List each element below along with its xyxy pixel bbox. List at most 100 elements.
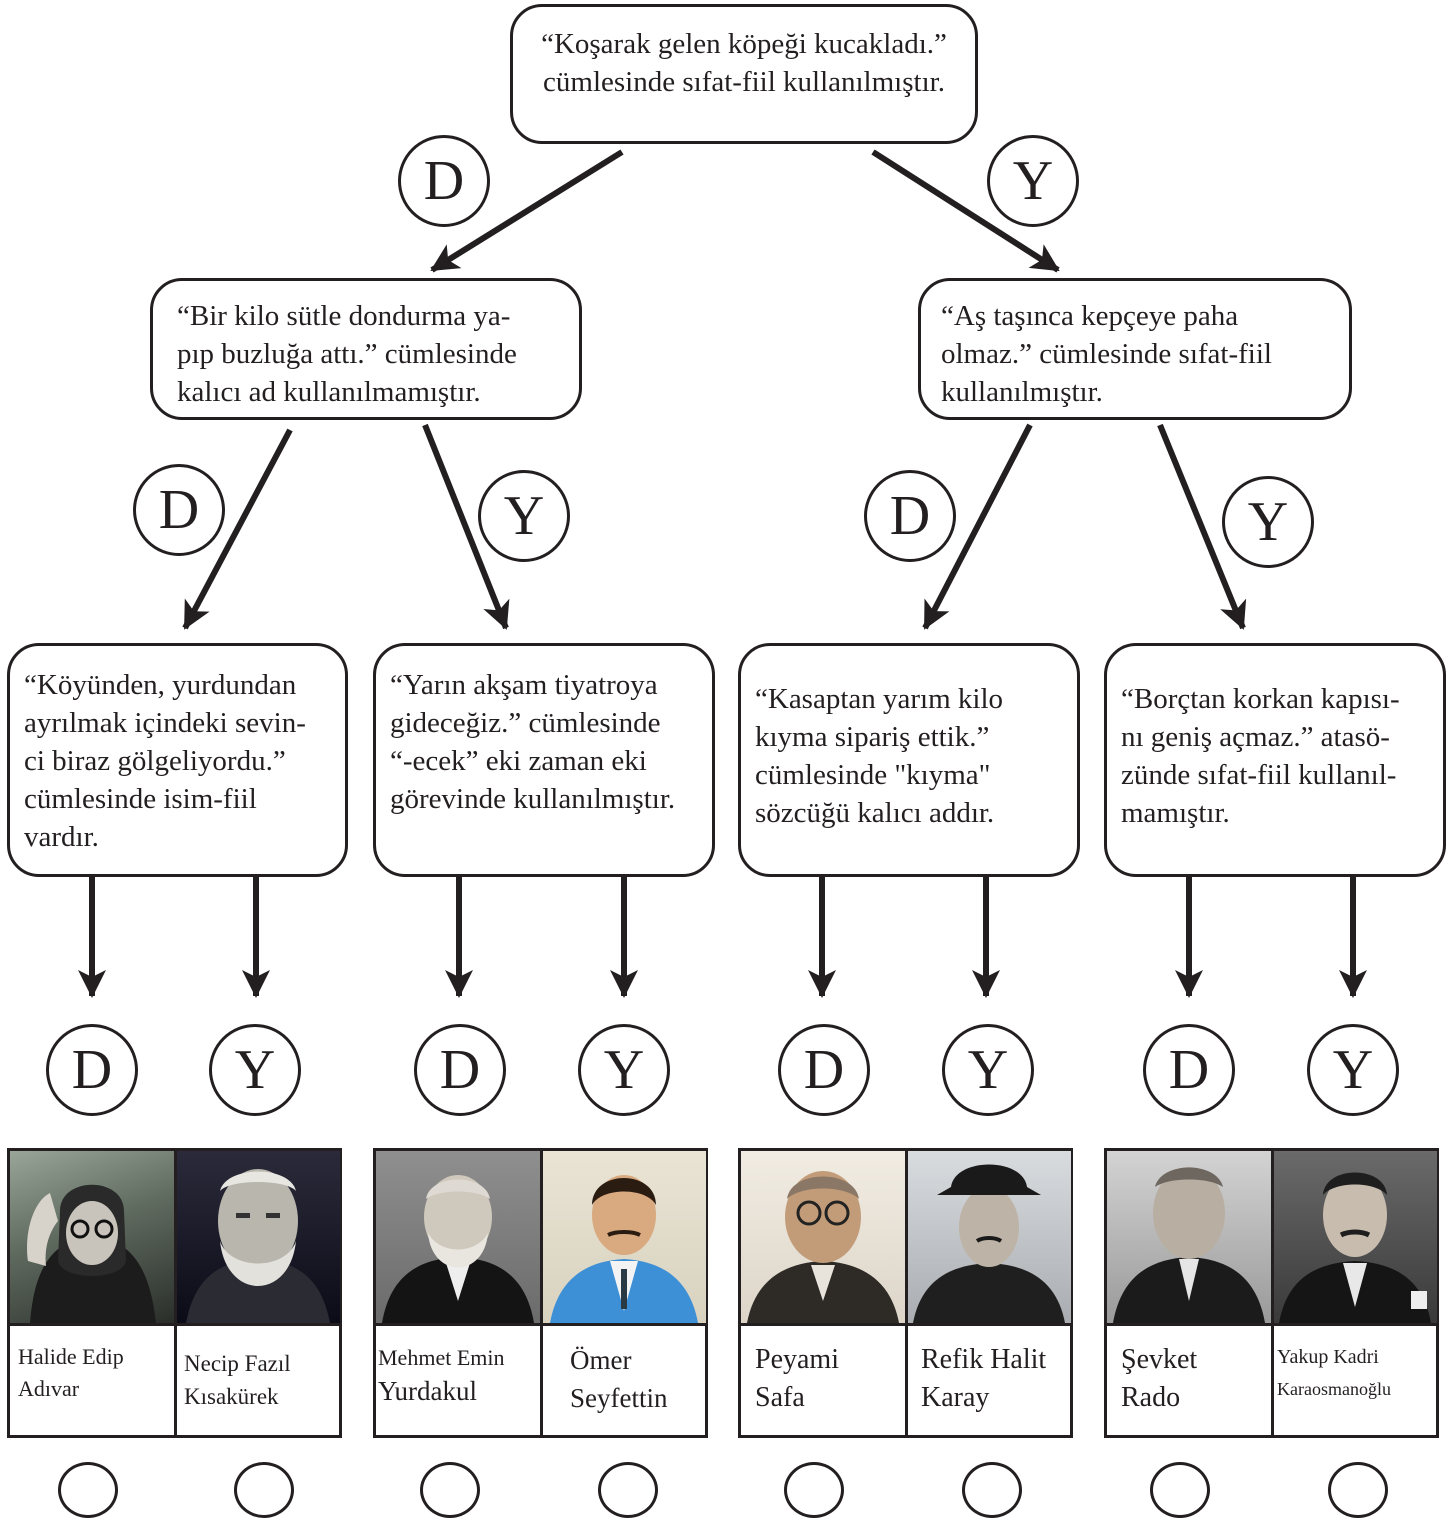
statement-line: “-ecek” eki zaman eki [390, 745, 647, 777]
statement-line: sözcüğü kalıcı addır. [755, 797, 995, 829]
author-name-line: Ömer [570, 1345, 632, 1375]
panel-divider [376, 1323, 705, 1326]
author-panel-3: Peyami Safa Refik Halit Karay [738, 1148, 1073, 1438]
answer-circle[interactable] [962, 1462, 1022, 1518]
branch-label-true: D [46, 1024, 138, 1116]
author-name: Şevket Rado [1121, 1329, 1281, 1417]
panel-divider [540, 1151, 543, 1435]
arrow-l1b-to-l2c [922, 423, 1033, 630]
author-name-line: Karaosmanoğlu [1277, 1379, 1391, 1399]
statement-line: görevinde kullanılmıştır. [390, 783, 676, 815]
author-name: Ömer Seyfettin [570, 1329, 730, 1417]
panel-divider [1107, 1323, 1436, 1326]
branch-label-false: Y [478, 470, 570, 562]
statement-line: kalıcı ad kullanılmamıştır. [177, 376, 481, 408]
branch-label-false: Y [209, 1024, 301, 1116]
panel-divider [1271, 1151, 1274, 1435]
author-name-line: Karay [921, 1382, 990, 1413]
author-portrait [907, 1151, 1071, 1323]
statement-line: zünde sıfat-fiil kullanıl- [1121, 759, 1397, 791]
author-name-line: Safa [755, 1382, 805, 1413]
statement-box-l2-2: “Yarın akşam tiyatroya gideceğiz.” cümle… [373, 643, 715, 877]
answer-circle[interactable] [420, 1462, 480, 1518]
statement-line: nı geniş açmaz.” atasö- [1121, 721, 1390, 753]
author-name-line: Adıvar [18, 1376, 80, 1401]
statement-line: kullanılmıştır. [941, 376, 1103, 408]
author-name-line: Refik Halit [921, 1344, 1047, 1375]
author-name: Mehmet Emin Yurdakul [378, 1329, 540, 1409]
statement-line: vardır. [24, 821, 99, 853]
author-name-line: Şevket [1121, 1344, 1198, 1375]
answer-circle[interactable] [58, 1462, 118, 1518]
branch-label-true: D [864, 470, 956, 562]
statement-box-l1-right: “Aş taşınca kepçeye paha olmaz.” cümlesi… [918, 278, 1352, 420]
statement-line: “Köyünden, yurdundan [24, 669, 297, 701]
arrow-root-to-left [430, 149, 624, 273]
branch-label-false: Y [987, 135, 1079, 227]
statement-line: mamıştır. [1121, 797, 1230, 829]
author-name: Peyami Safa [755, 1329, 915, 1417]
branch-label-false: Y [942, 1024, 1034, 1116]
statement-line: “Kasaptan yarım kilo [755, 683, 1004, 715]
arrow-l1b-to-l2d [1157, 423, 1247, 630]
statement-line: pıp buzluğa attı.” cümlesinde [177, 338, 517, 370]
branch-label-true: D [414, 1024, 506, 1116]
author-portrait [542, 1151, 706, 1323]
panel-divider [905, 1151, 908, 1435]
author-name: Refik Halit Karay [921, 1329, 1081, 1417]
author-name-line: Kısakürek [184, 1384, 279, 1409]
panel-divider [174, 1151, 177, 1435]
root-statement-box: “Koşarak gelen köpeği kucakladı.” cümles… [510, 4, 978, 144]
author-portrait [176, 1151, 340, 1323]
answer-circle[interactable] [598, 1462, 658, 1518]
answer-circle[interactable] [1328, 1462, 1388, 1518]
statement-box-l1-left: “Bir kilo sütle dondurma ya- pıp buzluğa… [150, 278, 582, 420]
answer-circle[interactable] [1150, 1462, 1210, 1518]
answer-circle[interactable] [784, 1462, 844, 1518]
panel-divider [10, 1323, 339, 1326]
statement-line: cümlesinde isim-fiil [24, 783, 257, 815]
author-portrait [741, 1151, 905, 1323]
arrow-root-to-right [871, 149, 1060, 273]
author-name-line: Necip Fazıl [184, 1351, 291, 1376]
branch-label-true: D [398, 135, 490, 227]
author-name-line: Mehmet Emin [378, 1345, 505, 1370]
author-name-line: Halide Edip [18, 1344, 124, 1369]
author-name: Yakup Kadri Karaosmanoğlu [1277, 1329, 1443, 1405]
statement-line: “Yarın akşam tiyatroya [390, 669, 658, 701]
branch-label-true: D [778, 1024, 870, 1116]
author-panel-1: Halide Edip Adıvar Necip Fazıl Kısakürek [7, 1148, 342, 1438]
statement-line: cümlesinde "kıyma" [755, 759, 991, 791]
author-panel-4: Şevket Rado Yakup Kadri Karaosmanoğlu [1104, 1148, 1439, 1438]
statement-box-l2-3: “Kasaptan yarım kilo kıyma sipariş ettik… [738, 643, 1080, 877]
author-portrait [1107, 1151, 1271, 1323]
author-portrait [10, 1151, 174, 1323]
author-name-line: Rado [1121, 1382, 1181, 1413]
branch-label-false: Y [578, 1024, 670, 1116]
statement-box-l2-4: “Borçtan korkan kapısı- nı geniş açmaz.”… [1104, 643, 1446, 877]
branch-label-true: D [1143, 1024, 1235, 1116]
branch-label-false: Y [1307, 1024, 1399, 1116]
panel-divider [741, 1323, 1070, 1326]
statement-box-l2-1: “Köyünden, yurdundan ayrılmak içindeki s… [7, 643, 348, 877]
author-panel-2: Mehmet Emin Yurdakul Ömer Seyfettin [373, 1148, 708, 1438]
branch-label-true: D [133, 464, 225, 556]
statement-line: olmaz.” cümlesinde sıfat-fiil [941, 338, 1272, 370]
arrow-l1a-to-l2a [182, 428, 293, 630]
statement-line: cümlesinde sıfat-fiil kullanılmıştır. [543, 66, 945, 98]
author-name-line: Peyami [755, 1344, 839, 1375]
author-portrait [1273, 1151, 1437, 1323]
statement-line: “Aş taşınca kepçeye paha [941, 300, 1239, 332]
statement-line: gideceğiz.” cümlesinde [390, 707, 661, 739]
statement-line: “Koşarak gelen köpeği kucakladı.” [541, 28, 947, 60]
branch-label-false: Y [1222, 476, 1314, 568]
arrow-l1a-to-l2b [422, 423, 510, 630]
statement-line: “Borçtan korkan kapısı- [1121, 683, 1400, 715]
author-name-line: Yakup Kadri [1277, 1346, 1379, 1368]
author-name: Halide Edip Adıvar [18, 1329, 178, 1405]
statement-line: “Bir kilo sütle dondurma ya- [177, 300, 511, 332]
answer-circle[interactable] [234, 1462, 294, 1518]
author-portrait [376, 1151, 540, 1323]
